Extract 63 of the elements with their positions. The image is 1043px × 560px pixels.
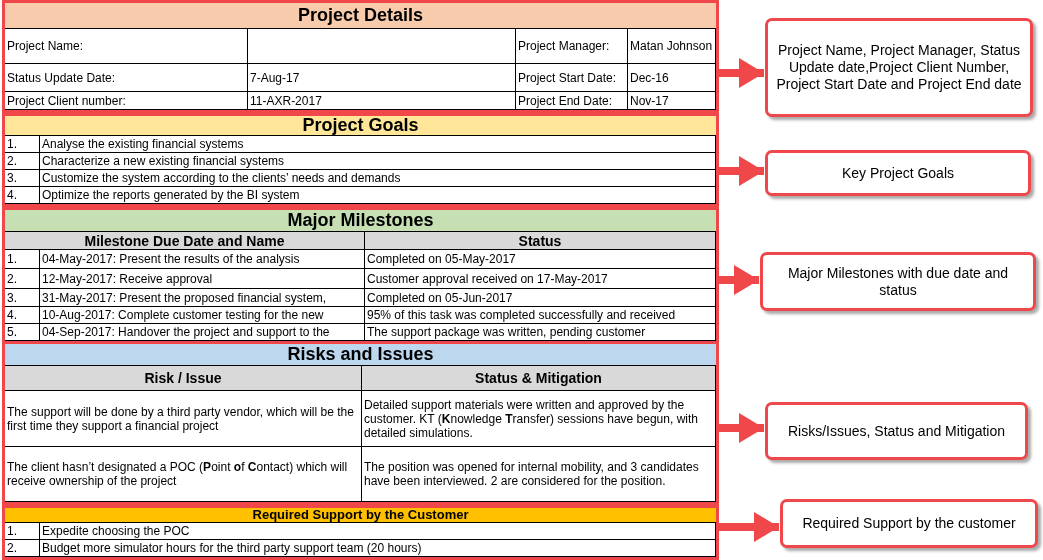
table-cell: 04-May-2017: Present the results of the analysis bbox=[40, 250, 365, 269]
table-cell: Budget more simulator hours for the third party support team (20 hours) bbox=[40, 540, 716, 557]
table-cell: 95% of this task was completed successfully and received bbox=[365, 307, 716, 324]
section-header: Required Support by the Customer bbox=[5, 508, 716, 523]
table-cell: 2. bbox=[5, 540, 40, 557]
table-cell: Nov-17 bbox=[628, 92, 716, 110]
table-cell: 11-AXR-2017 bbox=[248, 92, 516, 110]
table-cell: Project Start Date: bbox=[516, 64, 628, 92]
column-header: Status bbox=[365, 232, 716, 250]
table-cell: 3. bbox=[5, 170, 40, 187]
table-cell: The support will be done by a third party vendor, which will be the first time they support a financial project bbox=[5, 391, 362, 447]
section-panel bbox=[2, 113, 719, 207]
table-cell: Analyse the existing financial systems bbox=[40, 136, 716, 153]
column-header: Milestone Due Date and Name bbox=[5, 232, 365, 250]
table-cell: Dec-16 bbox=[628, 64, 716, 92]
table-cell: Project Name: bbox=[5, 29, 248, 64]
table-cell: 4. bbox=[5, 187, 40, 204]
section-panel bbox=[2, 341, 719, 505]
table-cell: Customer approval received on 17-May-2017 bbox=[365, 269, 716, 289]
table-cell: The position was opened for internal mobility, and 3 candidates have been interviewed. 2 are considered for the position. bbox=[362, 447, 716, 502]
section-header: Major Milestones bbox=[5, 210, 716, 232]
table-cell: 10-Aug-2017: Complete customer testing for the new bbox=[40, 307, 365, 324]
table-cell: Project Manager: bbox=[516, 29, 628, 64]
table-cell: Expedite choosing the POC bbox=[40, 523, 716, 540]
table-cell: Project Client number: bbox=[5, 92, 248, 110]
table-cell: 4. bbox=[5, 307, 40, 324]
callout-box: Risks/Issues, Status and Mitigation bbox=[765, 402, 1028, 460]
callout-box: Major Milestones with due date and status bbox=[760, 252, 1036, 311]
callout-box: Project Name, Project Manager, Status Update date,Project Client Number, Project Start Date and Project End date bbox=[765, 18, 1033, 117]
table-cell: 1. bbox=[5, 250, 40, 269]
table-cell: 2. bbox=[5, 153, 40, 170]
table-cell: 1. bbox=[5, 523, 40, 540]
section-panel bbox=[2, 505, 719, 560]
callout-box: Required Support by the customer bbox=[780, 499, 1038, 548]
table-cell: Project End Date: bbox=[516, 92, 628, 110]
table-cell: Completed on 05-Jun-2017 bbox=[365, 289, 716, 307]
table-cell: Completed on 05-May-2017 bbox=[365, 250, 716, 269]
section-header: Risks and Issues bbox=[5, 344, 716, 366]
table-cell: 7-Aug-17 bbox=[248, 64, 516, 92]
arrow bbox=[719, 155, 764, 187]
callout-box: Key Project Goals bbox=[765, 150, 1031, 196]
table-cell: 12-May-2017: Receive approval bbox=[40, 269, 365, 289]
table-cell: Characterize a new existing financial systems bbox=[40, 153, 716, 170]
table-cell: Customize the system according to the clients’ needs and demands bbox=[40, 170, 716, 187]
table-cell: Optimize the reports generated by the BI system bbox=[40, 187, 716, 204]
table-cell: 2. bbox=[5, 269, 40, 289]
section-panel bbox=[2, 0, 719, 113]
table-cell: 1. bbox=[5, 136, 40, 153]
arrow bbox=[719, 412, 764, 444]
table-cell: 31-May-2017: Present the proposed financial system, bbox=[40, 289, 365, 307]
table-cell: 3. bbox=[5, 289, 40, 307]
arrow bbox=[719, 264, 759, 296]
table-cell: Detailed support materials were written and approved by the customer. KT (Knowledge Transfer) sessions have begun, with detailed simulations. bbox=[362, 391, 716, 447]
arrow bbox=[719, 511, 779, 543]
section-panel bbox=[2, 207, 719, 343]
section-header: Project Details bbox=[5, 3, 716, 29]
column-header: Risk / Issue bbox=[5, 366, 362, 391]
arrow bbox=[719, 57, 764, 89]
column-header: Status & Mitigation bbox=[362, 366, 716, 391]
section-header: Project Goals bbox=[5, 116, 716, 136]
table-cell: Status Update Date: bbox=[5, 64, 248, 92]
table-cell: Matan Johnson bbox=[628, 29, 716, 64]
table-cell: The client hasn’t designated a POC (Point of Contact) which will receive ownership of the project bbox=[5, 447, 362, 502]
